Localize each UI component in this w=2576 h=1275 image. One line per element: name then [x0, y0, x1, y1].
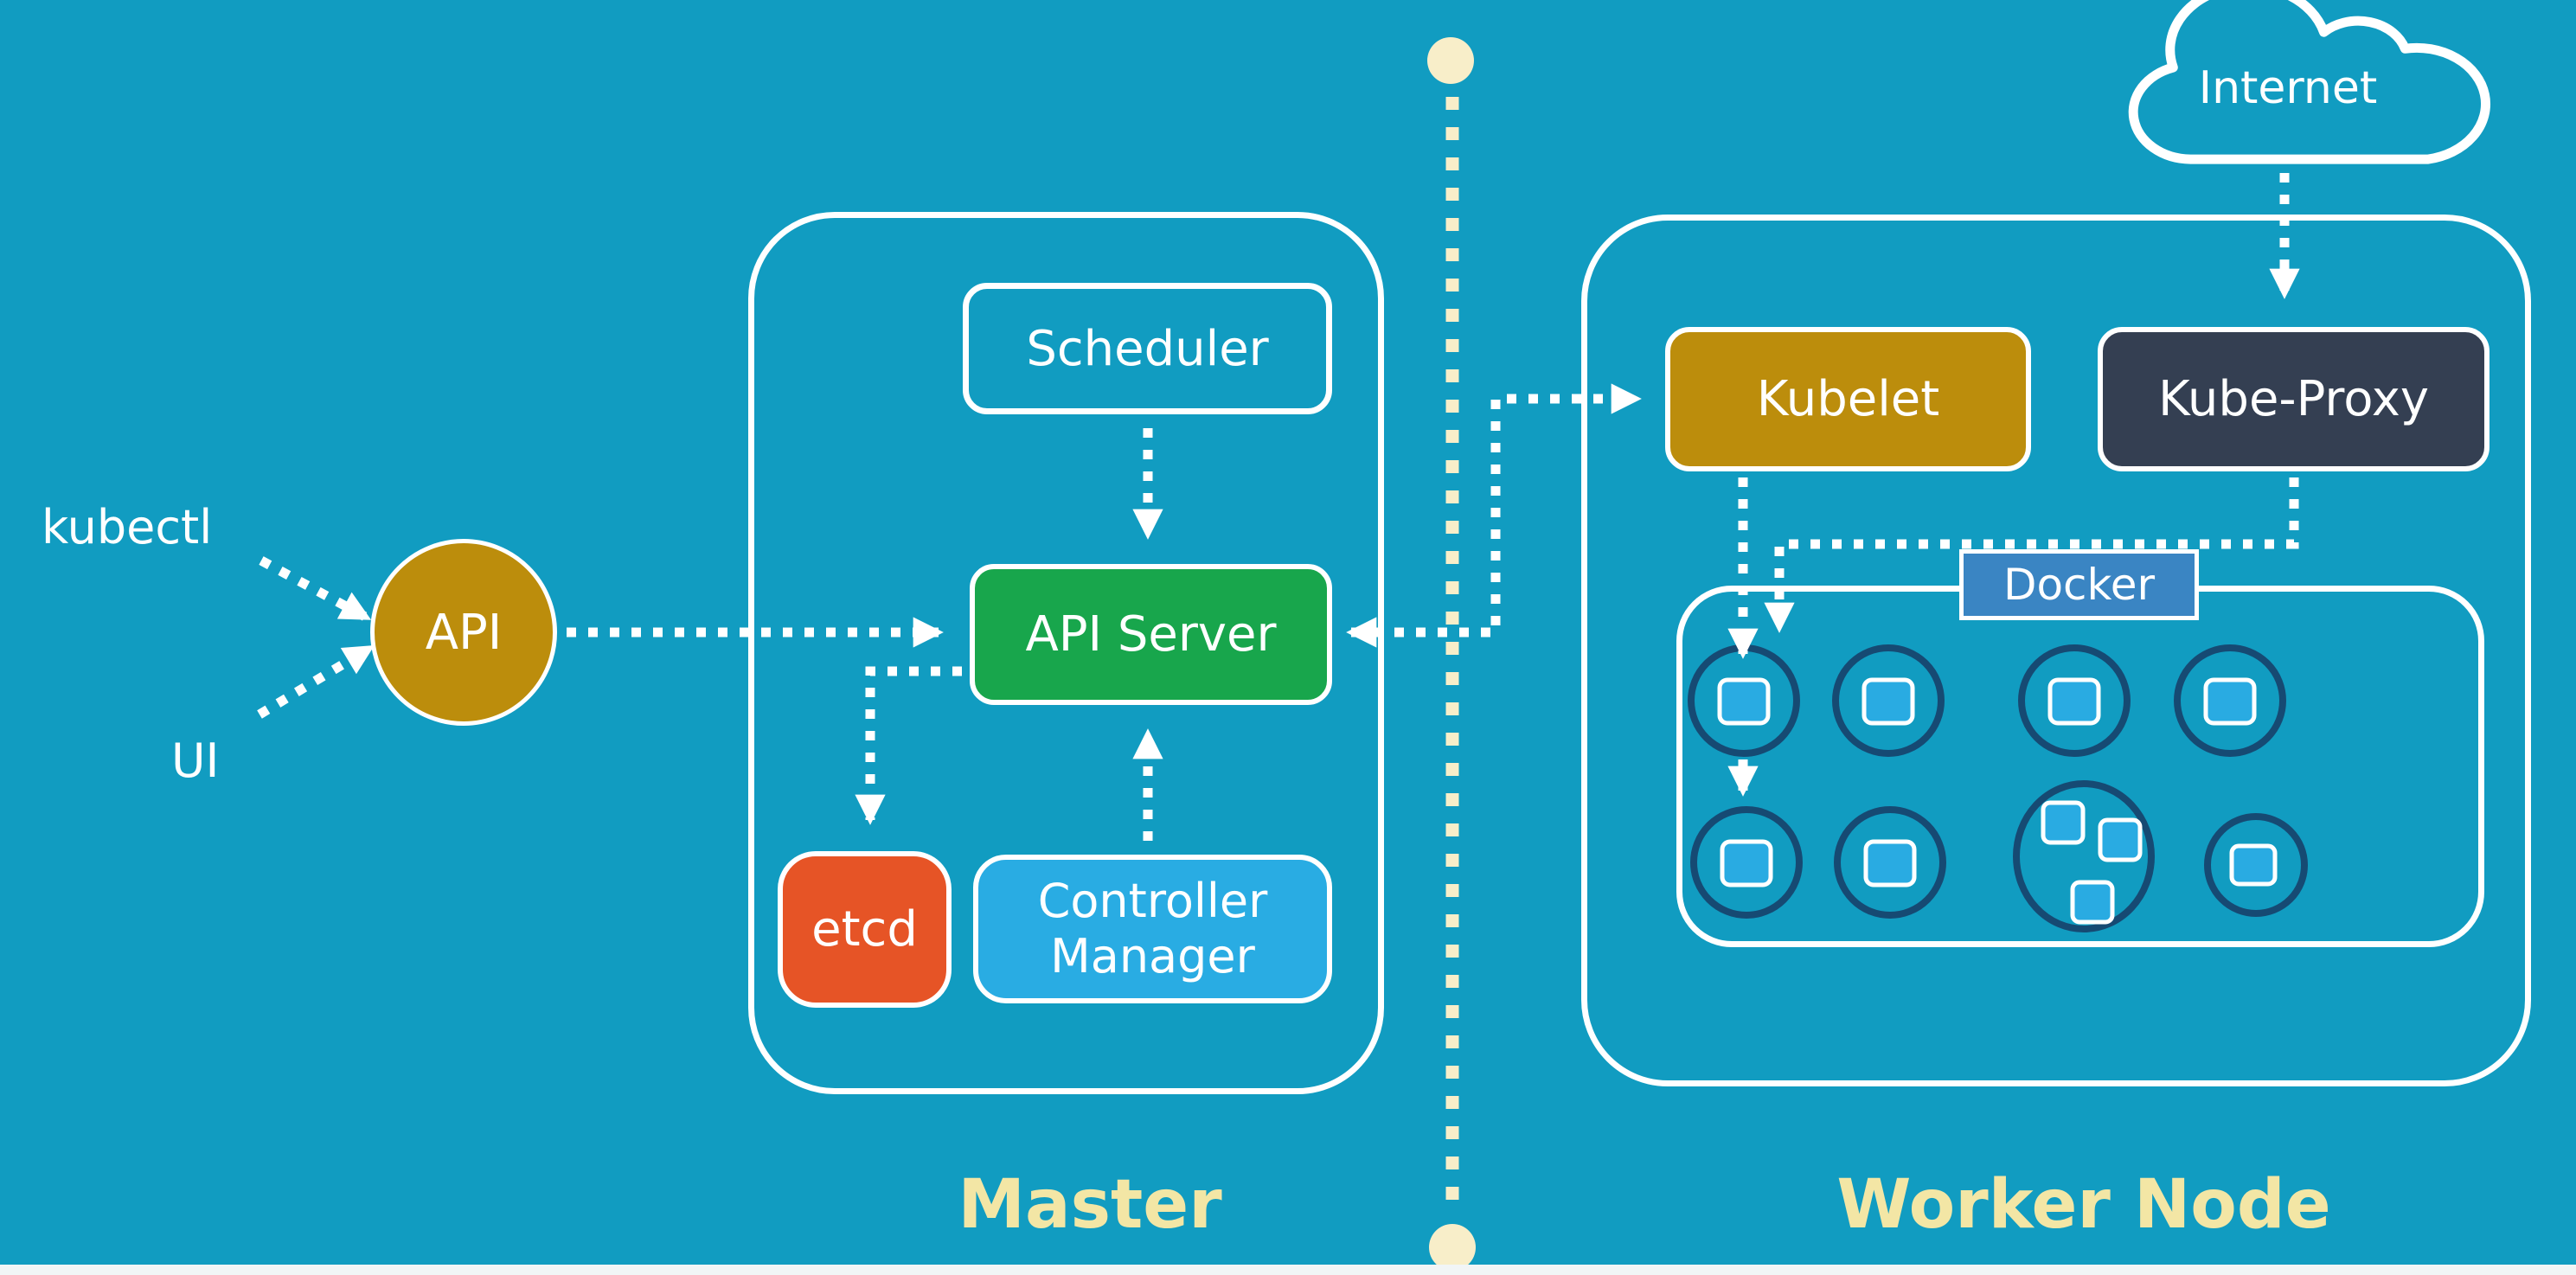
pod-row-1 [1688, 644, 2286, 757]
etcd-label: etcd [811, 901, 918, 958]
scheduler-label: Scheduler [1026, 320, 1269, 377]
worker-node-container [1581, 215, 2531, 1086]
kube-proxy-label: Kube-Proxy [2157, 371, 2430, 427]
ui-label: UI [171, 734, 220, 788]
arrow-kubeproxy-to-pod [1764, 477, 2299, 633]
api-node-label: API [425, 604, 503, 661]
master-section-label: Master [958, 1166, 1222, 1244]
slide-bottom-strip [0, 1265, 2576, 1275]
etcd-node: etcd [778, 851, 952, 1008]
pod-row-1-containers [1717, 677, 2257, 726]
internet-cloud-icon [2133, 0, 2485, 159]
kubelet-label: Kubelet [1756, 371, 1940, 427]
arrow-kubectl-to-api [259, 556, 372, 622]
master-worker-divider [1427, 37, 1476, 1271]
internet-label: Internet [2198, 62, 2378, 114]
arrow-apiserver-to-etcd [855, 666, 962, 825]
master-container [748, 212, 1384, 1094]
controller-manager-label: Controller Manager [1037, 874, 1268, 983]
controller-manager-node: Controller Manager [973, 855, 1332, 1003]
pod-row-2-containers [1720, 800, 2278, 925]
kube-proxy-node: Kube-Proxy [2098, 327, 2489, 471]
kubelet-node: Kubelet [1665, 327, 2031, 471]
api-node: API [370, 539, 557, 726]
worker-section-label: Worker Node [1836, 1166, 2331, 1244]
docker-label: Docker [2002, 560, 2156, 610]
kubectl-label: kubectl [42, 500, 213, 554]
scheduler-node: Scheduler [963, 283, 1332, 414]
docker-badge: Docker [1959, 549, 2199, 620]
pod-row-2 [1690, 780, 2308, 932]
arrow-ui-to-api [257, 644, 375, 719]
api-server-label: API Server [1025, 606, 1277, 663]
arrow-apiserver-kubelet-elbow [1346, 383, 1642, 648]
api-server-node: API Server [970, 564, 1332, 705]
